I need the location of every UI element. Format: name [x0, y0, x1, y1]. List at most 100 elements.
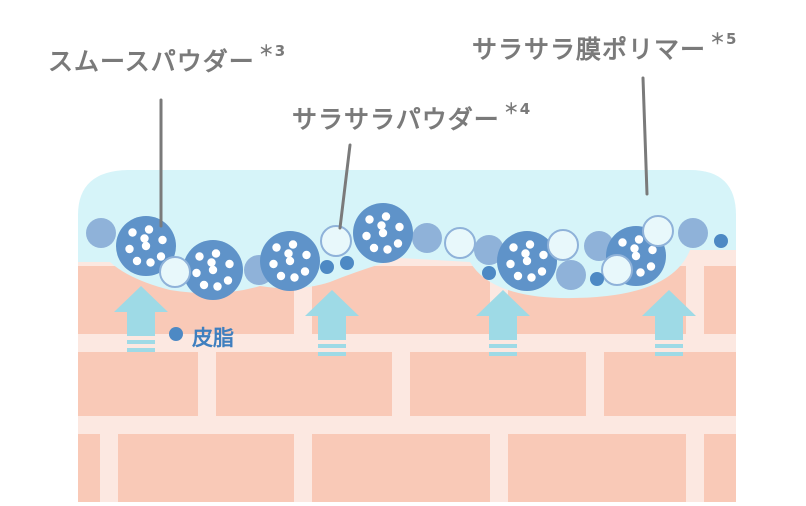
- arrow-head-shaft: [305, 290, 359, 340]
- arrow-stripe: [127, 340, 155, 344]
- label-smooth-powder: スムースパウダー＊3: [48, 42, 286, 78]
- mid-particle: [556, 260, 586, 290]
- label-sarasara-powder-mark: ＊4: [503, 100, 532, 118]
- particle-dot: [393, 239, 403, 248]
- arrow-icon: [476, 290, 530, 356]
- particle-dot: [395, 222, 404, 232]
- label-smooth-powder-text: スムースパウダー: [48, 47, 255, 76]
- label-smooth-powder-mark: ＊3: [258, 42, 287, 60]
- particle-dot: [381, 212, 391, 221]
- particle-dot: [195, 252, 204, 261]
- arrow-icon: [642, 290, 696, 356]
- small-particle: [320, 260, 334, 274]
- particle-dot: [369, 243, 379, 253]
- particle-dot: [144, 225, 154, 234]
- particle-dot: [158, 235, 167, 245]
- particle-dot: [213, 282, 222, 291]
- small-particle: [340, 256, 354, 270]
- particle-dot: [211, 249, 221, 258]
- arrow-stripe: [318, 352, 346, 356]
- small-particle: [482, 266, 496, 280]
- particle-dot: [285, 256, 295, 266]
- particle-dot: [634, 235, 644, 244]
- particle-dot: [631, 251, 641, 261]
- arrow-head-shaft: [114, 286, 168, 336]
- arrow-stripe: [318, 344, 346, 348]
- arrow-stripe: [489, 344, 517, 348]
- particle-dot: [377, 221, 386, 230]
- particle-dot: [648, 245, 657, 255]
- mid-particle: [678, 218, 708, 248]
- smooth-powder-particle: [116, 216, 176, 276]
- particle-dot: [636, 268, 645, 277]
- particle-dot: [288, 240, 298, 249]
- particle-dot: [208, 265, 218, 275]
- skin-brick: [508, 434, 686, 502]
- particle-dot: [378, 228, 388, 238]
- particle-dot: [362, 231, 371, 241]
- particle-dot: [646, 262, 656, 271]
- smooth-powder-particle: [353, 203, 413, 263]
- label-sarasara-polymer-text: サラサラ膜ポリマー: [472, 35, 707, 64]
- particle-dot: [146, 258, 155, 267]
- skin-brick: [704, 434, 736, 502]
- particle-dot: [199, 280, 209, 290]
- particle-dot: [527, 273, 536, 282]
- label-sarasara-polymer-mark: ＊5: [710, 30, 738, 48]
- particles: [86, 203, 728, 300]
- mid-particle: [86, 218, 116, 248]
- arrow-stripe: [127, 348, 155, 352]
- skin-brick: [704, 266, 736, 334]
- sarasara-powder-particle: [547, 229, 579, 261]
- skin-brick: [216, 352, 392, 416]
- smooth-powder-particle: [497, 231, 557, 291]
- particle-dot: [284, 249, 293, 258]
- label-sarasara-powder: サラサラパウダー＊4: [292, 100, 531, 136]
- sarasara-powder-particle: [642, 215, 674, 247]
- sarasara-powder-particle: [444, 227, 476, 259]
- label-sarasara-polymer: サラサラ膜ポリマー＊5: [472, 30, 737, 66]
- smooth-powder-particle: [260, 231, 320, 291]
- skin-brick: [78, 352, 198, 416]
- leader-line-sarasara-powder: [338, 143, 352, 230]
- skin-brick: [78, 434, 100, 502]
- particle-dot: [128, 228, 137, 237]
- small-particle: [590, 272, 604, 286]
- skin-brick: [312, 434, 490, 502]
- particle-dot: [525, 240, 535, 249]
- particle-dot: [192, 268, 201, 278]
- leader-line-sarasara-polymer: [641, 76, 649, 196]
- label-sebum: 皮脂: [192, 326, 234, 350]
- sebum-dot-icon: [169, 327, 183, 341]
- particle-dot: [539, 250, 548, 260]
- particle-dot: [521, 249, 530, 258]
- particle-dot: [513, 271, 523, 281]
- particle-dot: [207, 258, 216, 267]
- particle-dot: [223, 276, 233, 285]
- particle-dot: [537, 267, 547, 276]
- particle-dot: [225, 259, 234, 269]
- particle-dot: [276, 271, 286, 281]
- small-particle: [714, 234, 728, 248]
- particle-dot: [522, 256, 532, 266]
- particle-dot: [506, 259, 515, 269]
- particle-dot: [630, 244, 639, 253]
- particle-dot: [141, 241, 151, 251]
- arrow-stripe: [489, 352, 517, 356]
- arrow-head-shaft: [476, 290, 530, 340]
- particle-dot: [300, 267, 310, 276]
- particle-dot: [383, 245, 392, 254]
- mid-particle: [412, 223, 442, 253]
- particle-dot: [269, 259, 278, 269]
- arrow-stripe: [655, 344, 683, 348]
- arrow-stripe: [655, 352, 683, 356]
- arrow-head-shaft: [642, 290, 696, 340]
- arrows: [114, 286, 696, 356]
- particle-dot: [365, 215, 374, 224]
- particle-dot: [156, 252, 166, 261]
- skin-brick: [118, 434, 294, 502]
- particle-dot: [140, 234, 149, 243]
- particle-dot: [290, 273, 299, 282]
- particle-dot: [132, 256, 142, 266]
